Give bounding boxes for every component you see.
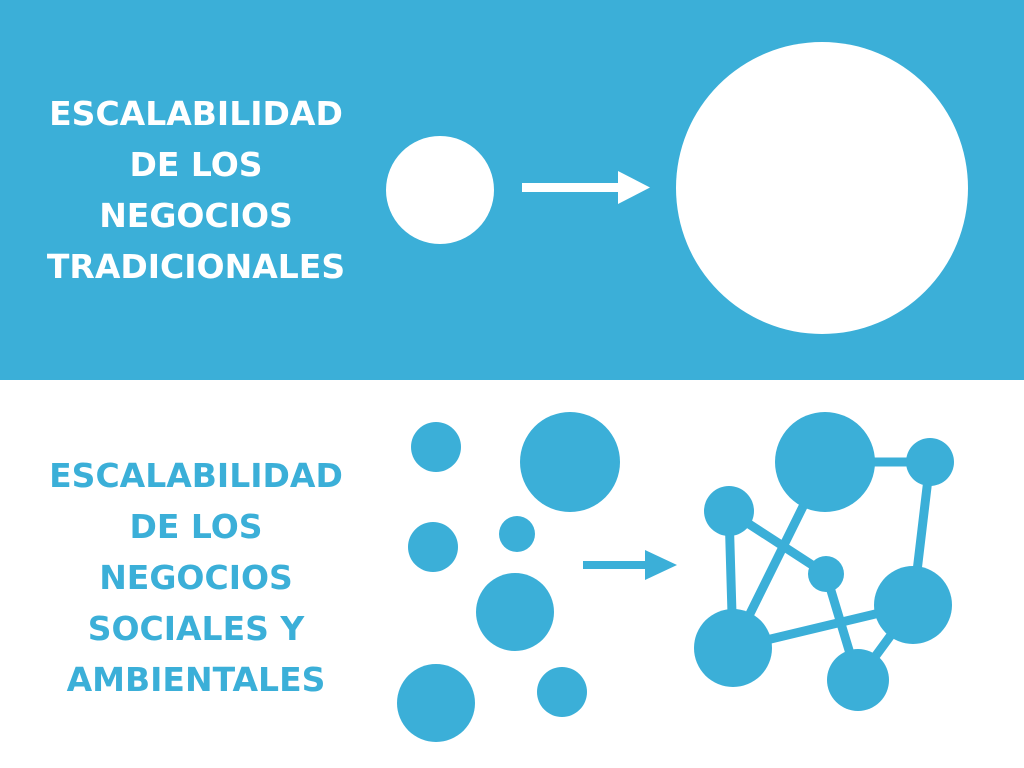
network-node: [775, 412, 875, 512]
network-node: [808, 556, 844, 592]
network-node: [704, 486, 754, 536]
small-circle: [386, 136, 494, 244]
heading-line: DE LOS: [129, 507, 263, 546]
bottom-arrow-icon: [583, 550, 677, 580]
heading-line: NEGOCIOS: [99, 196, 293, 235]
scattered-circle: [537, 667, 587, 717]
network-node: [694, 609, 772, 687]
heading-line: TRADICIONALES: [46, 247, 346, 286]
scattered-circle: [397, 664, 475, 742]
large-circle: [676, 42, 968, 334]
scattered-circle: [411, 422, 461, 472]
scattered-circle: [499, 516, 535, 552]
heading-line: ESCALABILIDAD: [49, 94, 343, 133]
traditional-business-heading: ESCALABILIDAD DE LOS NEGOCIOS TRADICIONA…: [36, 88, 356, 292]
social-business-heading: ESCALABILIDAD DE LOS NEGOCIOS SOCIALES Y…: [36, 450, 356, 705]
scattered-circle: [476, 573, 554, 651]
top-arrow-icon: [522, 171, 650, 204]
heading-line: AMBIENTALES: [66, 660, 326, 699]
traditional-growth-graphic: [386, 42, 968, 334]
heading-line: SOCIALES Y: [87, 609, 305, 648]
network-node: [906, 438, 954, 486]
network-node: [874, 566, 952, 644]
heading-line: ESCALABILIDAD: [49, 456, 343, 495]
network-node: [827, 649, 889, 711]
heading-line: NEGOCIOS: [99, 558, 293, 597]
scattered-circle: [408, 522, 458, 572]
scattered-circles: [397, 412, 620, 742]
network-graphic: [694, 412, 954, 711]
heading-line: DE LOS: [129, 145, 263, 184]
scattered-circle: [520, 412, 620, 512]
